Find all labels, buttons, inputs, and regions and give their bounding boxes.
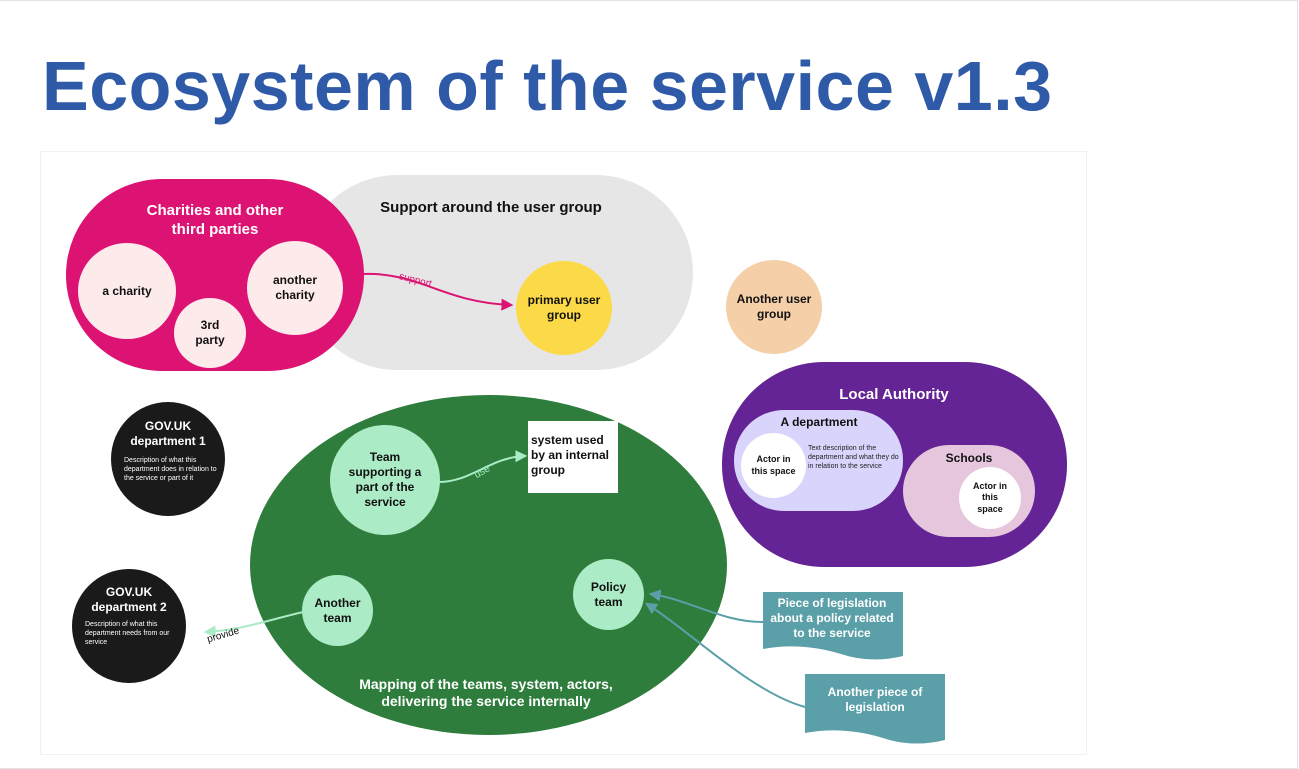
gov-dept-2-description: Description of what this department need…	[85, 621, 170, 646]
department-actor-circle	[741, 433, 806, 498]
primary-user-label: primary user group	[527, 293, 601, 322]
provide-arrow-label: provide	[206, 625, 241, 645]
local-authority-label: Local Authority	[839, 385, 949, 403]
system-label: system used by an internal group	[531, 432, 610, 477]
another-team-circle	[302, 575, 373, 646]
connectors: support use provide	[203, 271, 806, 708]
support-area	[300, 175, 693, 370]
department-actor-label: Actor in this space	[751, 454, 796, 476]
schools-actor-label: Actor in this space	[972, 481, 1007, 514]
legislation-shapes	[763, 592, 945, 744]
internal-delivery-caption: Mapping of the teams, system, actors, de…	[359, 675, 613, 710]
gov-dept-2-label: GOV.UK department 2	[91, 585, 167, 614]
support-arrow-label: support	[398, 271, 433, 290]
department-description: Text description of the department and w…	[808, 445, 899, 470]
provide-arrow	[203, 611, 304, 638]
third-party-label: 3rd party	[195, 318, 225, 347]
gov-dept-1-description: Description of what this department does…	[124, 457, 217, 482]
legislation-2-arrow	[644, 602, 806, 708]
legislation-2-shape	[805, 674, 945, 744]
legislation-1-arrow	[648, 589, 764, 623]
legislation-2-label: Another piece of legislation	[827, 685, 923, 714]
gov-dept-1-circle	[111, 402, 225, 516]
support-arrow	[362, 272, 514, 311]
department-label: A department	[780, 414, 858, 429]
internal-delivery-area	[250, 395, 727, 735]
ecosystem-diagram: Support around the user group Charities …	[41, 152, 1086, 754]
another-team-label: Another team	[314, 595, 361, 625]
another-charity-label: another charity	[272, 273, 317, 302]
schools-label: Schools	[945, 450, 993, 465]
legislation-1-label: Piece of legislation about a policy rela…	[770, 595, 894, 640]
page-title: Ecosystem of the service v1.3	[42, 47, 1053, 125]
another-charity-circle	[247, 241, 343, 335]
policy-team-circle	[573, 559, 644, 630]
another-user-label: Another user group	[736, 292, 812, 321]
third-party-circle	[174, 298, 246, 368]
another-user-circle	[726, 260, 822, 354]
schools-actor-circle	[959, 467, 1021, 529]
charities-group-label: Charities and other third parties	[146, 202, 284, 238]
system-box	[528, 421, 618, 493]
primary-user-circle	[516, 261, 612, 355]
policy-team-label: Policy team	[590, 579, 627, 609]
team-support-label: Team supporting a part of the service	[348, 450, 422, 509]
support-area-label: Support around the user group	[380, 198, 602, 216]
gov-dept-2-circle	[72, 569, 186, 683]
legislation-1-shape	[763, 592, 903, 660]
team-support-circle	[330, 425, 440, 535]
charity-circle	[78, 243, 176, 339]
use-arrow	[438, 450, 528, 483]
gov-dept-1-label: GOV.UK department 1	[130, 419, 206, 448]
charity-label: a charity	[102, 283, 152, 298]
